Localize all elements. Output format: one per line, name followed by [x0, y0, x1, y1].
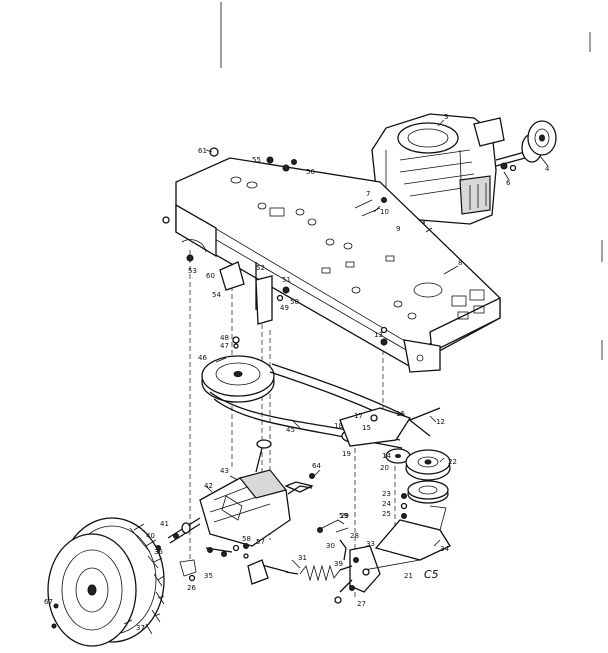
leader-lines: [123, 119, 549, 625]
clutch-bracket: [334, 505, 451, 604]
callout-label: 46: [198, 354, 207, 362]
callout-label: 26: [187, 584, 196, 592]
callout-label: 67: [44, 598, 53, 606]
callout-label: 12: [436, 418, 445, 426]
callout-label: 28: [350, 532, 359, 540]
callout-label: 47: [220, 342, 229, 350]
callout-label: 58: [242, 535, 251, 543]
callout-label: 36: [154, 548, 163, 556]
callout-label: 50: [290, 298, 299, 306]
callout-label: 53: [188, 267, 197, 275]
callout-label: 54: [212, 291, 221, 299]
frame-hardware: [162, 147, 388, 349]
callout-label: 8: [458, 259, 462, 267]
spring-and-rod: [257, 519, 353, 582]
callout-label: 37: [136, 624, 145, 632]
callout-label: 21: [404, 572, 413, 580]
callout-label: 40: [146, 532, 155, 540]
callout-label: 9: [396, 225, 400, 233]
callout-label: 52: [256, 264, 265, 272]
callout-label: 48: [220, 334, 229, 342]
callout-label: 30: [326, 542, 335, 550]
callout-label: 55: [252, 156, 261, 164]
callout-label: 4: [545, 165, 550, 173]
callout-label: 64: [312, 462, 321, 470]
callout-label: 43: [220, 467, 229, 475]
callout-label: 14: [382, 452, 391, 460]
callout-label: 18: [334, 422, 343, 430]
callout-label: 24: [382, 500, 391, 508]
drive-belt-assembly: [201, 355, 451, 519]
section-code: C5: [424, 568, 439, 581]
callout-label: 3: [444, 113, 448, 121]
callout-label: 51: [282, 276, 291, 284]
callout-label: 13: [374, 331, 383, 339]
callout-label: 6: [506, 179, 511, 187]
callout-label: 57: [256, 538, 265, 546]
callout-label: 34: [440, 545, 449, 553]
transaxle: [146, 439, 315, 585]
callout-label: 61: [198, 147, 207, 155]
callout-label: 19: [342, 450, 351, 458]
rear-wheel: [47, 517, 165, 647]
frame: [175, 157, 501, 373]
callout-label: 56: [306, 168, 315, 176]
callout-label: 7: [366, 190, 370, 198]
callout-label: 42: [204, 482, 213, 490]
callout-label: 31: [298, 554, 307, 562]
engine: [371, 113, 557, 241]
callout-label: 10: [380, 208, 389, 216]
callout-label: 59: [339, 512, 348, 520]
callout-label: 33: [366, 540, 375, 548]
callout-label: 15: [362, 424, 371, 432]
callout-label: 60: [206, 272, 215, 280]
callout-labels: 3 4 6 7 8 9 10 12 13 14 15 16 17 18 19 2…: [44, 113, 550, 632]
callout-label: 16: [396, 410, 405, 418]
callout-label: 49: [280, 304, 289, 312]
callout-label: 27: [357, 600, 366, 608]
callout-label: 17: [354, 412, 363, 420]
callout-label: 25: [382, 510, 391, 518]
callout-label: 29: [340, 512, 349, 520]
callout-label: 20: [380, 464, 389, 472]
callout-label: 23: [382, 490, 391, 498]
callout-label: 39: [334, 560, 343, 568]
callout-label: 45: [286, 426, 295, 434]
callout-label: 22: [448, 458, 457, 466]
callout-label: 35: [204, 572, 213, 580]
callout-label: 41: [160, 520, 169, 528]
